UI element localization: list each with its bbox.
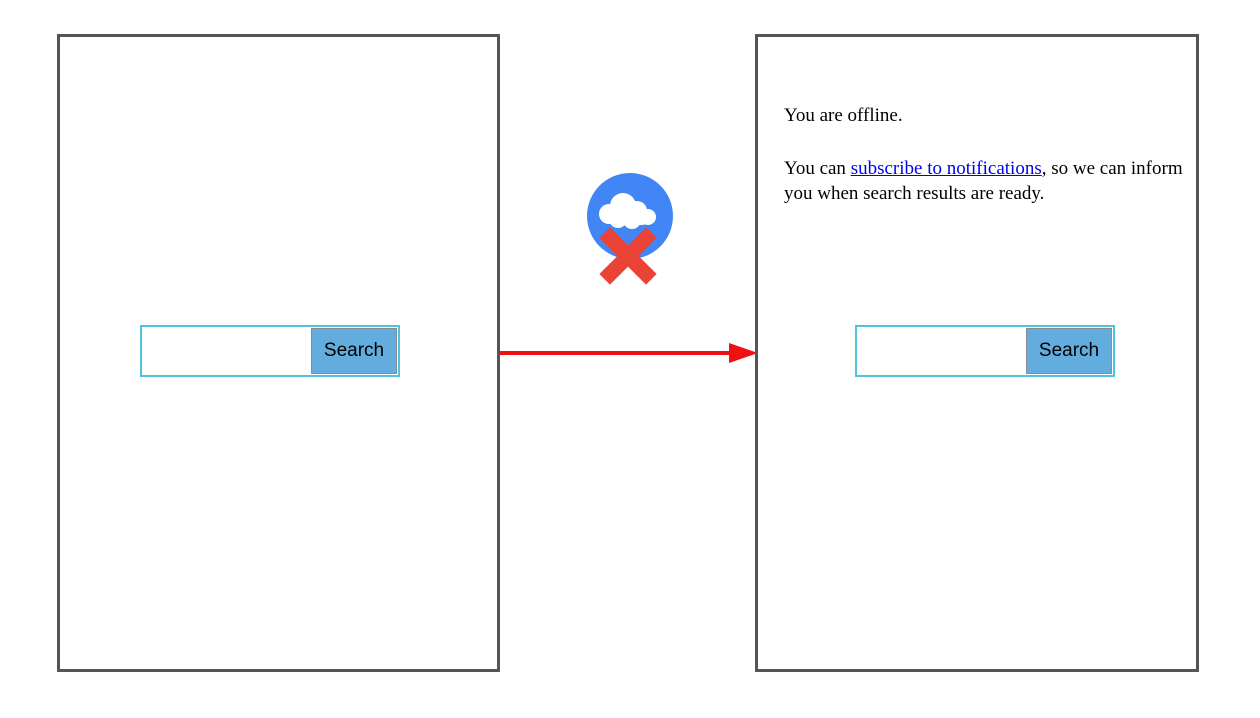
subscribe-to-notifications-link[interactable]: subscribe to notifications [850,158,1042,179]
cloud-glyph [599,193,656,229]
search-button[interactable]: Search [311,328,397,374]
right-arrow-icon [500,343,758,363]
search-box: Search [855,325,1115,377]
offline-message: You are offline. You can subscribe to no… [784,103,1186,234]
search-button[interactable]: Search [1026,328,1112,374]
online-screen-frame: Search [57,34,500,672]
subscribe-paragraph: You can subscribe to notifications, so w… [784,156,1186,206]
search-box: Search [140,325,400,377]
subscribe-prefix-text: You can [784,158,851,179]
offline-screen-frame: You are offline. You can subscribe to no… [755,34,1199,672]
cloud-offline-icon [587,173,673,285]
subscribe-suffix-text: , so we can inform you when search resul… [784,158,1183,204]
x-mark [599,227,657,285]
offline-status-text: You are offline. [784,105,903,126]
